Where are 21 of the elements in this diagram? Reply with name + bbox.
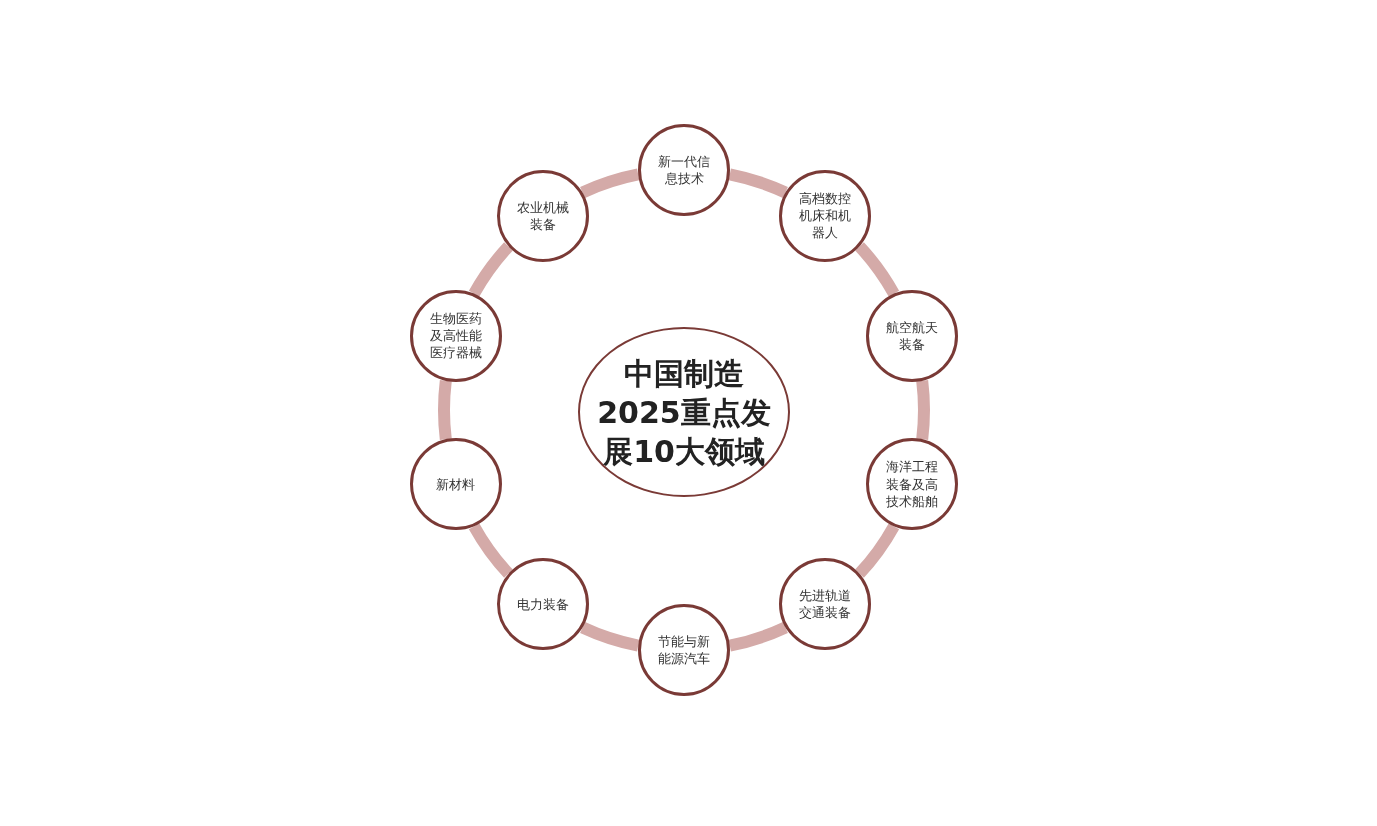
ring-connector	[468, 523, 513, 578]
topic-label: 新材料	[435, 475, 477, 493]
topic-label: 农业机械装备	[515, 198, 570, 233]
ring-connector	[728, 168, 788, 198]
topic-label: 节能与新能源汽车	[657, 632, 711, 668]
topic-label: 新一代信息技术	[657, 152, 711, 188]
topic-label: 先进轨道交通装备	[798, 587, 853, 622]
ring-connector	[438, 380, 452, 440]
topic-label: 生物医药及高性能医疗器械	[428, 310, 483, 362]
topic-label: 海洋工程装备及高技术船舶	[885, 458, 940, 510]
ring-connector	[580, 622, 640, 652]
topic-label: 航空航天装备	[885, 318, 940, 353]
center-title: 中国制造2025重点发展10大领域	[596, 354, 772, 471]
ring-connector	[728, 622, 788, 652]
ring-connector	[580, 168, 640, 198]
ring-connector	[855, 242, 900, 297]
topic-label: 电力装备	[515, 595, 570, 613]
ring-connector	[916, 380, 930, 440]
ring-connector	[855, 523, 900, 578]
topic-label: 高档数控机床和机器人	[798, 190, 853, 242]
ring-connector	[468, 242, 513, 297]
